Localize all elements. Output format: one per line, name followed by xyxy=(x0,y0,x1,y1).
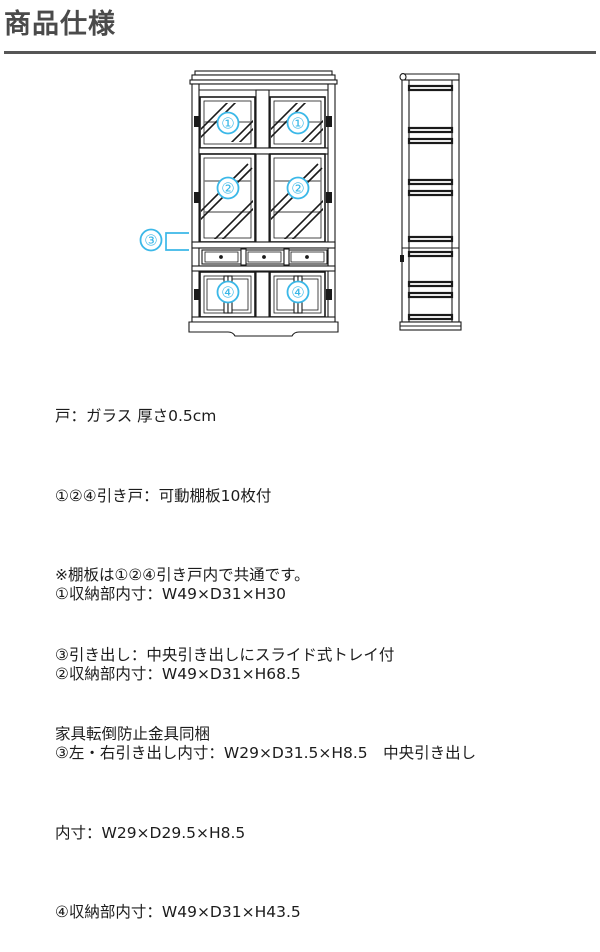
title-divider xyxy=(4,51,596,54)
door-handle-middle-right[interactable] xyxy=(326,192,332,203)
callout-1-right: ① xyxy=(286,111,310,135)
spec-dimension-line: ③左・右引き出し内寸：W29×D31.5×H8.5 中央引き出し xyxy=(55,744,477,762)
glass-reflection-ml xyxy=(201,163,253,239)
svg-text:④: ④ xyxy=(221,284,234,302)
spec-note-line: ※棚板は①②④引き戸内で共通です。 xyxy=(55,566,310,584)
door-handle-lower-left[interactable] xyxy=(194,289,200,300)
side-shelf-10 xyxy=(407,313,454,321)
drawer-knob-right[interactable] xyxy=(305,255,309,259)
side-shelf-5 xyxy=(407,189,454,197)
door-handle-upper-left[interactable] xyxy=(194,116,200,127)
side-shelf-4 xyxy=(407,178,454,186)
svg-text:②: ② xyxy=(291,180,304,198)
side-shelf-2 xyxy=(407,126,454,134)
drawer-row[interactable] xyxy=(198,247,329,267)
callout-badges: ① ① ② ② ④ ④ ③ xyxy=(139,111,310,304)
callout-4-left: ④ xyxy=(216,280,240,304)
glass-reflection-ur xyxy=(271,103,323,142)
side-shelf-6 xyxy=(407,235,454,243)
spec-dimensions-block: ①収納部内寸：W49×D31×H30 ②収納部内寸：W49×D31×H68.5 … xyxy=(55,528,476,952)
spec-note-line: ③引き出し：中央引き出しにスライド式トレイ付 xyxy=(55,645,395,664)
upper-glass-doors[interactable] xyxy=(190,89,338,156)
side-shelf-3 xyxy=(407,137,454,145)
page-title: 商品仕様 xyxy=(4,9,116,40)
drawer-knob-left[interactable] xyxy=(219,255,223,259)
callout-2-right: ② xyxy=(286,176,310,200)
side-shelf-7 xyxy=(407,250,454,258)
side-shelf-9 xyxy=(407,291,454,299)
side-shelf-1 xyxy=(407,84,454,92)
glass-reflection-mr xyxy=(271,163,323,239)
door-handle-upper-right[interactable] xyxy=(326,116,332,127)
callout-1-left: ① xyxy=(216,111,240,135)
spec-dimension-line: 内寸：W29×D29.5×H8.5 xyxy=(55,823,246,842)
product-diagram: .ln { stroke:#1a1a1a; fill:none; stroke-… xyxy=(0,60,600,350)
side-shelf-8 xyxy=(407,280,454,288)
cabinet-drawing: .ln { stroke:#1a1a1a; fill:none; stroke-… xyxy=(139,70,462,337)
svg-text:②: ② xyxy=(221,180,234,198)
spec-note-line: ①②④引き戸：可動棚板10枚付 xyxy=(55,486,272,505)
callout-2-left: ② xyxy=(216,176,240,200)
glass-reflection-ul xyxy=(201,103,253,142)
callout-4-right: ④ xyxy=(286,280,310,304)
side-door-handle[interactable] xyxy=(400,255,404,262)
svg-text:①: ① xyxy=(291,115,304,133)
top-cornice xyxy=(189,70,338,85)
spec-note-line: 戸：ガラス 厚さ0.5cm xyxy=(55,407,217,425)
callout-3: ③ xyxy=(139,228,189,252)
svg-text:③: ③ xyxy=(144,232,157,250)
svg-text:①: ① xyxy=(221,115,234,133)
door-handle-middle-left[interactable] xyxy=(194,192,200,203)
front-view xyxy=(188,70,339,337)
spec-dimension-line: ①収納部内寸：W49×D31×H30 xyxy=(55,585,286,603)
side-view xyxy=(399,73,462,331)
door-handle-lower-right[interactable] xyxy=(326,289,332,300)
drawer-knob-center[interactable] xyxy=(262,255,266,259)
spec-dimension-line: ④収納部内寸：W49×D31×H43.5 xyxy=(55,903,301,921)
spec-dimension-line: ②収納部内寸：W49×D31×H68.5 xyxy=(55,664,301,683)
svg-text:④: ④ xyxy=(291,284,304,302)
lower-doors[interactable] xyxy=(194,271,332,318)
base-plinth xyxy=(188,316,339,337)
